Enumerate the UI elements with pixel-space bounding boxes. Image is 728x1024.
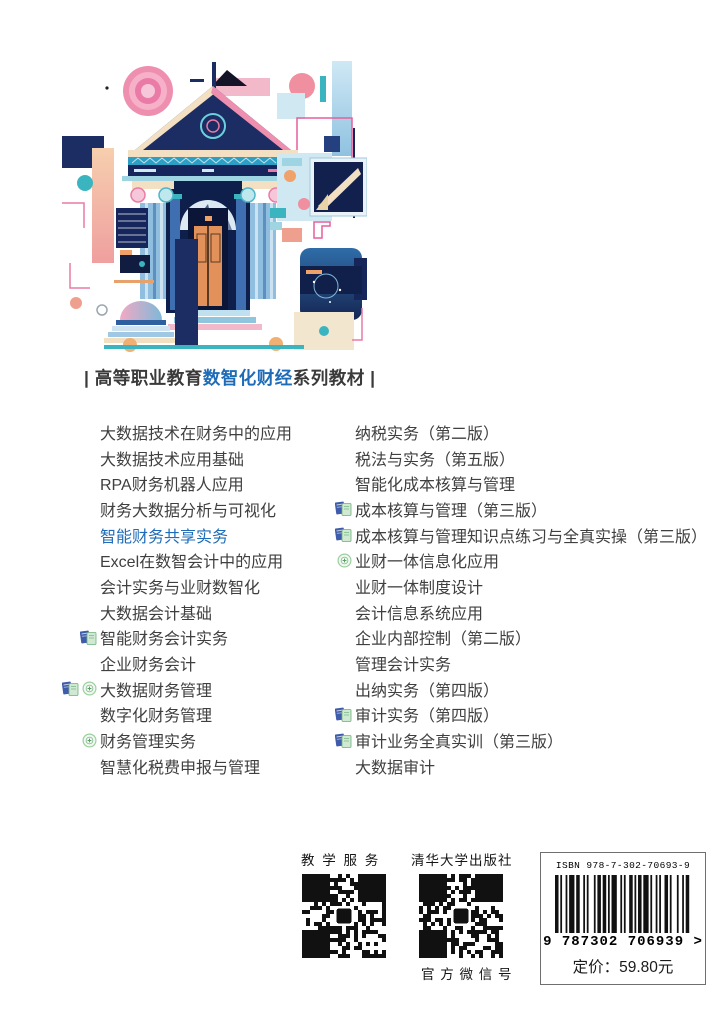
series-banner-suffix: 系列教材 | (292, 368, 376, 388)
book-title: 纳税实务（第二版） (355, 425, 500, 443)
book-title: 大数据会计基础 (100, 605, 213, 623)
book-list-item: 企业内部控制（第二版） (326, 625, 728, 651)
book-title: 智能化成本核算与管理 (355, 477, 516, 495)
book-list-item: 成本核算与管理知识点练习与全真实操（第三版） (326, 522, 728, 548)
book-item-icons (326, 553, 352, 568)
isbn-text: ISBN 978-7-302-70693-9 (555, 860, 691, 871)
book-list-item: 财务大数据分析与可视化 (48, 496, 326, 522)
book-title: 智能财务共享实务 (100, 528, 229, 546)
book-list-item: 纳税实务（第二版） (326, 419, 728, 445)
book-title: 大数据审计 (355, 759, 436, 777)
book-title: 财务管理实务 (100, 734, 197, 752)
badge-icon (82, 733, 97, 748)
book-list-item: 大数据审计 (326, 753, 728, 779)
book-item-icons (326, 501, 352, 517)
book-title: 大数据技术在财务中的应用 (100, 425, 293, 443)
teaching-service-label: 教 学 服 务 (301, 853, 381, 868)
book-title: 审计实务（第四版） (355, 708, 500, 726)
barcode-digits: 9 787302 706939 > (543, 934, 703, 950)
book-title: 企业内部控制（第二版） (355, 631, 532, 649)
book-title: 大数据技术应用基础 (100, 451, 245, 469)
building-collage-art (62, 61, 369, 352)
book-list-item: 会计实务与业财数智化 (48, 573, 326, 599)
badge-icon (337, 553, 352, 568)
book-title: 数字化财务管理 (100, 708, 213, 726)
book-list-item: 管理会计实务 (326, 650, 728, 676)
book-item-icons (326, 733, 352, 748)
book-list-item: 审计实务（第四版） (326, 702, 728, 728)
book-icon (335, 707, 352, 722)
book-list-item: 智能财务共享实务 (48, 522, 326, 548)
book-title: 出纳实务（第四版） (355, 682, 500, 700)
book-icon (80, 630, 97, 645)
book-title: 大数据财务管理 (100, 682, 213, 700)
book-title: 会计实务与业财数智化 (100, 579, 261, 597)
book-item-icons (48, 733, 97, 748)
book-list-item: 大数据财务管理 (48, 676, 326, 702)
book-icon (335, 501, 352, 517)
book-list-item: 出纳实务（第四版） (326, 676, 728, 702)
book-title: 成本核算与管理（第三版） (355, 502, 548, 520)
book-list-item: 大数据技术应用基础 (48, 445, 326, 471)
book-list-item: 大数据会计基础 (48, 599, 326, 625)
book-title: 企业财务会计 (100, 657, 197, 675)
book-title: 税法与实务（第五版） (355, 451, 516, 469)
book-list-item: 智能财务会计实务 (48, 625, 326, 651)
book-title: 业财一体制度设计 (355, 579, 484, 597)
book-list-item: Excel在数智会计中的应用 (48, 547, 326, 573)
book-list-item: 大数据技术在财务中的应用 (48, 419, 326, 445)
book-list-item: 智能化成本核算与管理 (326, 470, 728, 496)
book-title: 智慧化税费申报与管理 (100, 759, 261, 777)
book-list-item: 会计信息系统应用 (326, 599, 728, 625)
book-item-icons (48, 630, 97, 645)
book-list-item: 数字化财务管理 (48, 702, 326, 728)
book-title: RPA财务机器人应用 (100, 477, 244, 495)
book-title: 审计业务全真实训（第三版） (355, 734, 564, 752)
book-list-item: 税法与实务（第五版） (326, 445, 728, 471)
book-list-left-column: 大数据技术在财务中的应用大数据技术应用基础 RPA财务机器人应用财务大数据分析与可… (48, 419, 326, 779)
cover-illustration (62, 58, 369, 352)
book-title: 成本核算与管理知识点练习与全真实操（第三版） (355, 528, 708, 546)
book-list-item: 审计业务全真实训（第三版） (326, 727, 728, 753)
publisher-label: 清华大学出版社 (411, 853, 513, 868)
book-icon (335, 527, 352, 542)
book-title: Excel在数智会计中的应用 (100, 554, 284, 572)
book-item-icons (48, 681, 97, 697)
price-text: 定价：59.80元 (572, 959, 674, 976)
book-title: 管理会计实务 (355, 657, 452, 675)
series-banner-prefix: | 高等职业教育 (84, 368, 203, 388)
book-list-item: RPA财务机器人应用 (48, 470, 326, 496)
barcode (555, 875, 691, 933)
book-list-item: 财务管理实务 (48, 727, 326, 753)
series-banner: | 高等职业教育数智化财经系列教材 | (84, 365, 376, 390)
book-title: 智能财务会计实务 (100, 631, 229, 649)
book-list-item: 业财一体制度设计 (326, 573, 728, 599)
book-title: 业财一体信息化应用 (355, 554, 500, 572)
book-list-item: 成本核算与管理（第三版） (326, 496, 728, 522)
barcode-box: ISBN 978-7-302-70693-9 9 787302 706939 >… (540, 852, 706, 985)
book-item-icons (326, 707, 352, 722)
book-list-right-column: 纳税实务（第二版） 税法与实务（第五版） 智能化成本核算与管理成本核算与管理（第三版… (326, 419, 728, 779)
badge-icon (82, 681, 97, 696)
book-icon (335, 733, 352, 748)
book-icon (62, 681, 79, 697)
book-title: 财务大数据分析与可视化 (100, 502, 277, 520)
book-list-item: 业财一体信息化应用 (326, 547, 728, 573)
publisher-wechat-qr-code (419, 874, 503, 958)
book-list-item: 智慧化税费申报与管理 (48, 753, 326, 779)
book-list-item: 企业财务会计 (48, 650, 326, 676)
book-item-icons (326, 527, 352, 542)
teaching-service-qr-code (302, 874, 386, 958)
book-title: 会计信息系统应用 (355, 605, 484, 623)
wechat-label: 官 方 微 信 号 (421, 967, 513, 982)
series-banner-highlight: 数智化财经 (202, 368, 293, 388)
